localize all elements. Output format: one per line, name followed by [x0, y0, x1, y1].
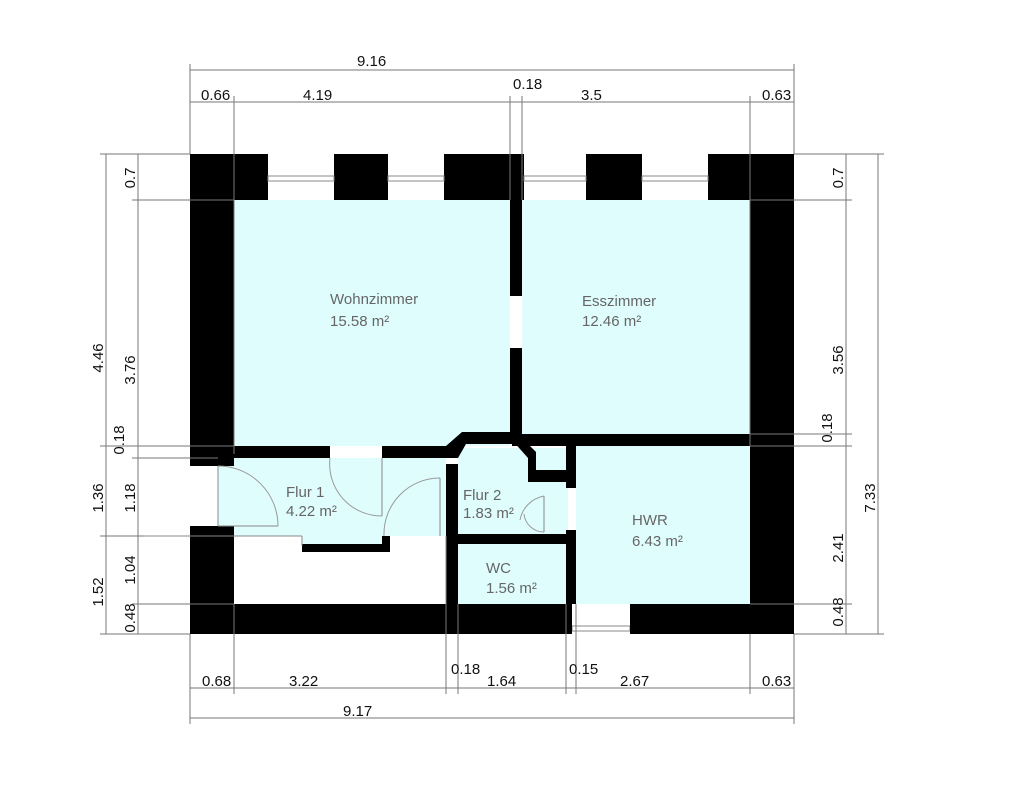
dim-bottom-seg-7: 0.63 — [762, 673, 791, 690]
dim-right-inner-4: 2.41 — [830, 533, 847, 562]
room-name-flur-2: Flur 2 — [463, 487, 501, 504]
wall-top-4 — [586, 154, 642, 200]
window-top-4 — [641, 175, 709, 182]
dim-top-seg-5: 0.63 — [762, 87, 791, 104]
floor-wohnzimmer — [234, 200, 510, 446]
room-area-flur-1: 4.22 m² — [286, 503, 337, 520]
dim-bottom-seg-1: 0.68 — [202, 673, 231, 690]
wall-top-2 — [334, 154, 388, 200]
wall-mid-right — [512, 434, 750, 446]
window-top-1 — [267, 175, 335, 182]
dim-right-inner-3: 0.18 — [819, 413, 836, 442]
room-name-esszimmer: Esszimmer — [582, 293, 656, 310]
dim-bottom-seg-5: 0.15 — [569, 661, 598, 678]
room-area-wohnzimmer: 15.58 m² — [330, 313, 389, 330]
dim-right-inner-5: 0.48 — [830, 597, 847, 626]
dim-top-seg-3: 0.18 — [513, 76, 542, 93]
dim-left-inner-6: 0.48 — [122, 603, 139, 632]
wall-top-3 — [444, 154, 524, 200]
dim-right-inner-1: 0.7 — [830, 168, 847, 189]
walls — [190, 154, 794, 634]
wall-bottom-right — [630, 604, 750, 634]
wall-wc-top — [458, 534, 576, 544]
wall-mid-center — [382, 446, 448, 458]
floor-flur-2 — [458, 448, 568, 534]
room-name-flur-1: Flur 1 — [286, 484, 324, 501]
doors — [217, 457, 545, 537]
floor-esszimmer — [522, 200, 750, 434]
wall-left-upper — [190, 200, 234, 466]
room-area-hwr: 6.43 m² — [632, 533, 683, 550]
wall-top-1 — [190, 154, 268, 200]
dim-left-outer-2: 1.36 — [90, 483, 107, 512]
dim-left-inner-1: 0.7 — [122, 168, 139, 189]
dimension-lines — [100, 64, 884, 724]
dim-bottom-seg-4: 1.64 — [487, 673, 516, 690]
window-top-3 — [523, 175, 587, 182]
dim-right-inner-2: 3.56 — [830, 345, 847, 374]
wall-shaft-chamfer — [512, 440, 536, 470]
wall-shaft-right — [566, 446, 576, 482]
room-area-wc: 1.56 m² — [486, 580, 537, 597]
floor-flur-1-nook — [302, 532, 390, 547]
window-top-2 — [387, 175, 445, 182]
thin-lines — [134, 535, 447, 604]
dim-left-inner-3: 0.18 — [111, 425, 128, 454]
room-area-flur-2: 1.83 m² — [463, 505, 514, 522]
door-flur1-east — [383, 477, 441, 537]
dim-top-seg-2: 4.19 — [303, 87, 332, 104]
wall-middle-lower — [510, 348, 522, 438]
room-labels: Wohnzimmer 15.58 m² Esszimmer 12.46 m² F… — [286, 291, 683, 597]
wall-right — [750, 200, 794, 634]
room-name-hwr: HWR — [632, 512, 668, 529]
wall-flur2-left — [446, 464, 458, 604]
door-entrance — [217, 465, 279, 527]
dim-bottom-seg-3: 0.18 — [451, 661, 480, 678]
wall-hwr-left-lower — [566, 530, 576, 604]
dim-top-seg-4: 3.5 — [581, 87, 602, 104]
door-wohnzimmer — [329, 457, 383, 517]
dim-left-outer-1: 4.46 — [90, 343, 107, 372]
dim-left-inner-4: 1.18 — [122, 483, 139, 512]
room-floors — [218, 200, 750, 604]
wall-bottom-left — [234, 604, 572, 634]
wall-hwr-left-upper — [566, 482, 576, 488]
dim-bottom-seg-2: 3.22 — [289, 673, 318, 690]
dim-top-seg-1: 0.66 — [201, 87, 230, 104]
wall-shaft-bottom — [528, 470, 576, 482]
dim-left-inner-2: 3.76 — [122, 355, 139, 384]
dim-bottom-total: 9.17 — [343, 703, 372, 720]
dim-left-outer-3: 1.52 — [90, 577, 107, 606]
dim-bottom-seg-6: 2.67 — [620, 673, 649, 690]
dim-left-inner-5: 1.04 — [122, 555, 139, 584]
wall-middle-upper — [510, 200, 522, 296]
wall-mid-chamfer — [446, 432, 512, 458]
room-name-wc: WC — [486, 560, 511, 577]
floor-hwr — [576, 446, 750, 604]
dimension-labels: 9.16 0.66 4.19 0.18 3.5 0.63 0.68 3.22 0… — [90, 53, 879, 720]
floor-wc — [458, 544, 566, 604]
dim-right-total: 7.33 — [862, 483, 879, 512]
room-area-esszimmer: 12.46 m² — [582, 313, 641, 330]
floor-flur-1 — [218, 458, 446, 536]
wall-top-5 — [708, 154, 794, 200]
room-name-wohnzimmer: Wohnzimmer — [330, 291, 418, 308]
wall-left-lower — [190, 526, 234, 634]
door-wc — [519, 495, 545, 533]
dim-top-total: 9.16 — [357, 53, 386, 70]
wall-flur1-bottom — [302, 544, 390, 552]
wall-flur1-bottom-stub — [382, 536, 390, 548]
wall-mid-left — [234, 446, 330, 458]
window-bottom — [571, 625, 631, 632]
